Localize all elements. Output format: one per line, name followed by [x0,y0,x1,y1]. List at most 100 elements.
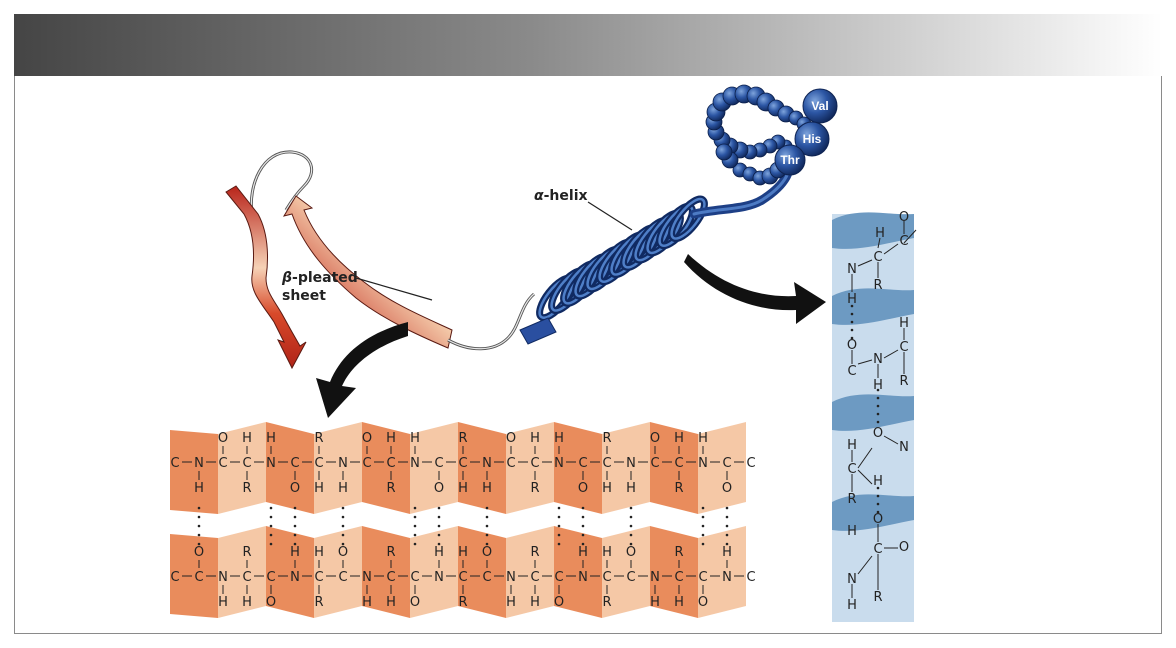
hbond-dot [581,542,585,546]
atom-o: O [482,545,492,560]
hbond-dot [701,515,705,519]
atom-h: H [578,545,588,560]
residue-his: His [794,121,830,157]
helix-band-dark [832,288,914,325]
hbond-dot [341,506,345,510]
atom-h: H [722,545,732,560]
hbond-dot [485,524,489,528]
atom-r: R [314,595,323,610]
atom-c: C [170,456,179,471]
bead [715,143,733,161]
alpha-helix-label: α-helix [534,188,588,204]
residue-val: Val [802,88,838,124]
hbond-dot [293,524,297,528]
atom-r: R [242,545,251,560]
sheet-panel-light [602,526,650,618]
hbond-dot [197,506,201,510]
helix-atom-r: R [899,374,908,389]
hbond-dot [437,524,441,528]
hbond-dot [413,524,417,528]
residue-his-label: His [803,132,822,146]
beta-strand-right [282,195,453,349]
hbond-dot [725,533,729,537]
hbond-dot [701,533,705,537]
hbond-dot [269,515,273,519]
atom-c: C [290,456,299,471]
helix-hbond-dot [850,336,854,340]
hbond-dot [341,542,345,546]
helix-atom-n: N [847,262,857,277]
helix-atom-c: C [899,234,908,249]
helix-bond [857,555,873,575]
hbond-dot [293,533,297,537]
atom-c: C [218,456,227,471]
atom-n: N [578,570,588,585]
atom-n: N [410,456,420,471]
atom-o: O [362,431,372,446]
atom-n: N [218,570,228,585]
atom-o: O [554,595,564,610]
helix-hbond-dot [850,328,854,332]
helix-start [519,317,557,345]
atom-h: H [218,595,228,610]
hbond-dot [197,524,201,528]
hbond-dot [413,533,417,537]
helix-bond [857,447,873,469]
atom-h: H [290,545,300,560]
atom-h: H [242,431,252,446]
sheet-panel-light [314,526,362,618]
hbond-dot [437,542,441,546]
atom-h: H [194,481,204,496]
atom-c: C [698,570,707,585]
helix-atom-o: O [899,540,909,555]
helix-hbond-dot [876,494,880,498]
atom-c: C [674,570,683,585]
atom-c: C [602,570,611,585]
helix-atom-c: C [847,462,856,477]
atom-n: N [626,456,636,471]
sheet-panel-dark [650,526,698,618]
atom-r: R [530,481,539,496]
hbond-dot [413,542,417,546]
helix-bond [883,435,899,445]
sheet-panel-dark [458,526,506,618]
hbond-dot [269,506,273,510]
helix-atom-h: H [847,292,857,307]
atom-h: H [602,481,612,496]
hbond-dot [581,506,585,510]
helix-hbond-dot [850,312,854,316]
hbond-dot [341,533,345,537]
hbond-dot [485,515,489,519]
helix-hbond-dot [850,304,854,308]
atom-o: O [338,545,348,560]
sheet-panel-light [506,422,554,514]
figure-frame [14,76,1162,634]
sheet-panel-light [698,422,746,514]
atom-c: C [242,456,251,471]
atom-c: C [170,570,179,585]
helix-atom-h: H [847,598,857,613]
helix-atom-h: H [847,524,857,539]
atom-r: R [602,595,611,610]
hbond-dot [701,506,705,510]
atom-c: C [578,456,587,471]
hbond-dot [485,506,489,510]
atom-r: R [386,481,395,496]
helix-hbond-dot [850,320,854,324]
sheet-panel-dark [458,422,506,514]
helix-coil-highlight [670,197,706,240]
hbond-dot [581,533,585,537]
atom-h: H [650,595,660,610]
atom-c: C [746,456,755,471]
helix-bond [883,243,899,255]
atom-o: O [578,481,588,496]
atom-o: O [218,431,228,446]
atom-r: R [314,431,323,446]
helix-hbond-dot [876,510,880,514]
atom-c: C [554,570,563,585]
atom-r: R [458,431,467,446]
helix-atom-o: O [899,210,909,225]
atom-r: R [674,545,683,560]
hbond-dot [485,542,489,546]
atom-o: O [266,595,276,610]
